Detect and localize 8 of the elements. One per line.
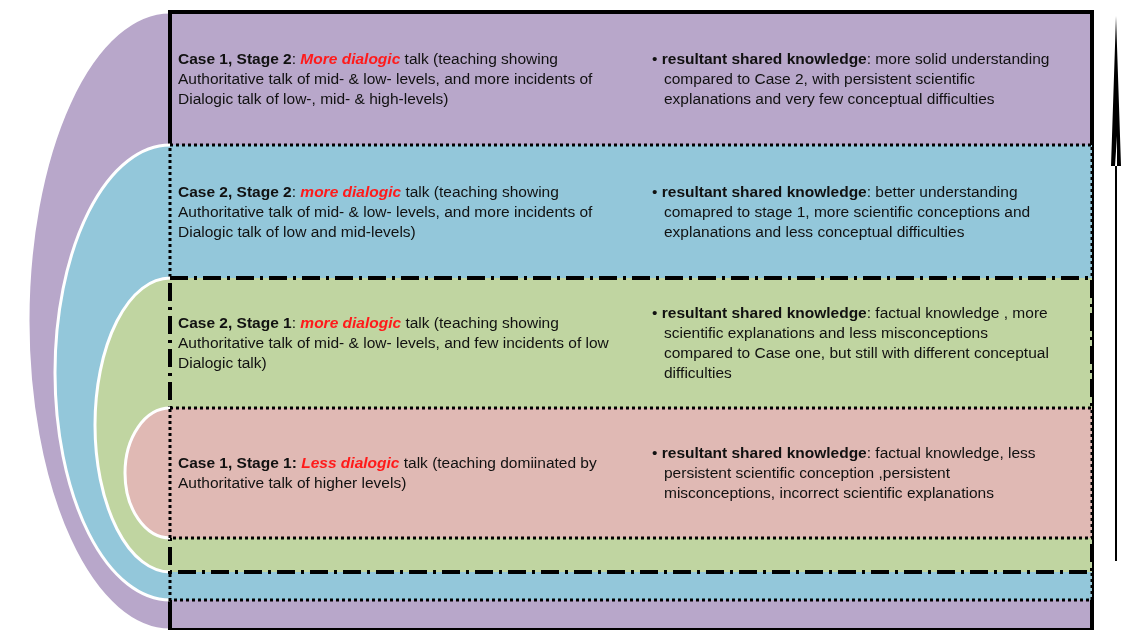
stage-description: Case 1, Stage 1: Less dialogic talk (teaching domiinated by Authoritative talk of higher levels) xyxy=(178,453,598,493)
knowledge-bullet: • resultant shared knowledge: factual knowledge, less persistent scientific conception ,persistent misconceptions, incorrect scientific explanations xyxy=(652,443,1037,503)
stage-description: Case 2, Stage 2: more dialogic talk (teaching showing Authoritative talk of mid- & low- levels, and more incidents of Dialogic talk of low and mid-levels) xyxy=(178,181,594,242)
knowledge-bullet: • resultant shared knowledge: more solid understanding compared to Case 2, with persistent scientific explanations and very few conceptual difficulties xyxy=(652,48,1051,109)
knowledge-bullet: • resultant shared knowledge: better understanding comapred to stage 1, more scientific conceptions and explanations and less conceptual difficulties xyxy=(652,181,1032,242)
stage-description: Case 2, Stage 1: more dialogic talk (teaching showing Authoritative talk of mid- & low- levels, and few incidents of low Dialogic talk) xyxy=(178,313,610,373)
stage-description: Case 1, Stage 2: More dialogic talk (teaching showing Authoritative talk of mid- & low- levels, and more incidents of Dialogic talk of low-, mid- & high-levels) xyxy=(178,48,594,109)
knowledge-bullet: • resultant shared knowledge: factual knowledge , more scientific explanations and less misconceptions compared to Case one, but still with different conceptual difficulties xyxy=(652,303,1050,383)
